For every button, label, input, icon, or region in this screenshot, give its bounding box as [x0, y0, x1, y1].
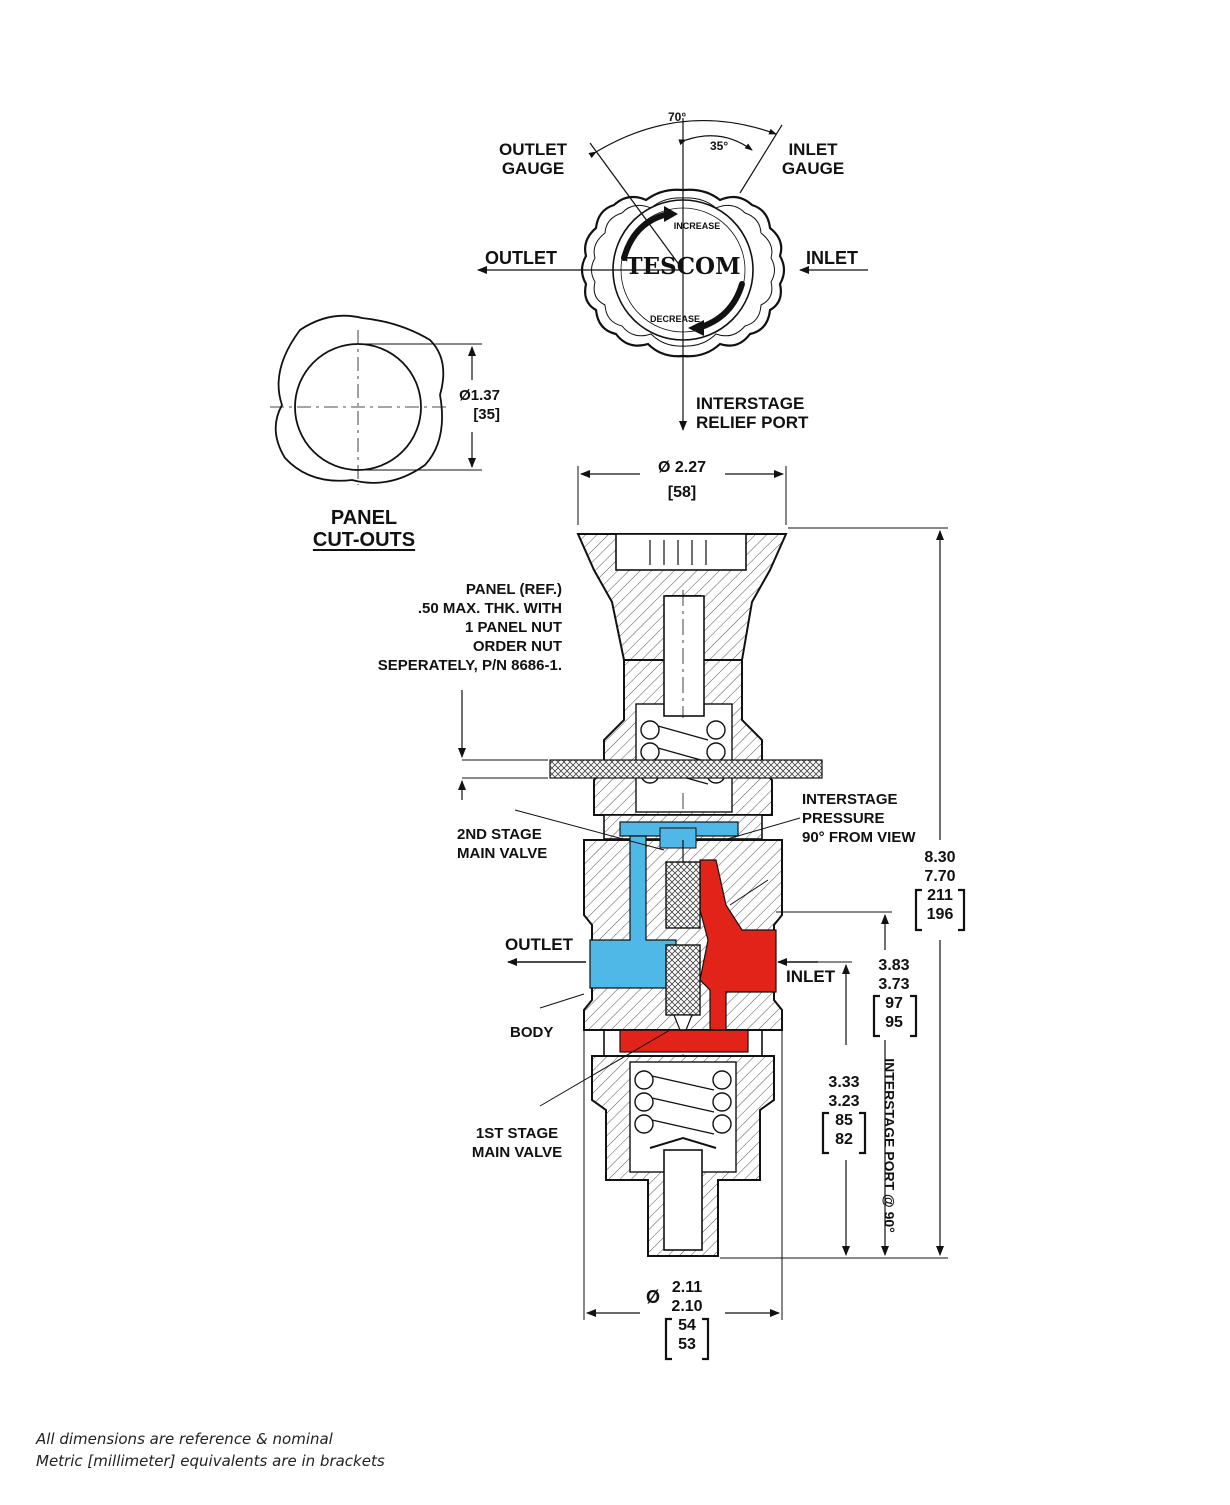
panel-note-line2: .50 MAX. THK. WITH: [417, 600, 562, 617]
lower-height-mm-min: 82: [835, 1131, 853, 1148]
overall-height-mm-min: 196: [926, 906, 954, 923]
panel-cutouts-title: PANEL CUT-OUTS: [294, 507, 434, 551]
panel-note-line1: PANEL (REF.): [465, 581, 562, 598]
knob-top-view: [477, 118, 868, 431]
bottom-stem: [663, 1149, 703, 1251]
interstage-port-label: INTERSTAGE PORT @ 90°: [881, 1058, 898, 1233]
section-inlet-label: INLET: [786, 967, 836, 986]
first-stage-line1: 1ST STAGE: [475, 1125, 559, 1142]
decrease-label: DECREASE: [649, 314, 700, 324]
panel-cutout-view: [270, 314, 482, 485]
lower-spring: [634, 1070, 732, 1149]
relief-port-label: INTERSTAGE RELIEF PORT: [696, 394, 808, 432]
cutout-diameter-label: Ø1.37 [35]: [436, 386, 500, 424]
outlet-gauge-line: [589, 142, 684, 271]
interstage-pressure-label: INTERSTAGE PRESSURE 90° FROM VIEW: [802, 790, 916, 847]
panel-ref: [549, 759, 823, 779]
angle-arc-70: [588, 120, 777, 159]
panel-note-line5: SEPERATELY, P/N 8686-1.: [377, 657, 562, 674]
outlet-gauge-line2: GAUGE: [501, 159, 565, 178]
bottom-diameter-mm-max: 54: [678, 1317, 696, 1334]
outlet-gauge-line1: OUTLET: [499, 140, 567, 159]
relief-port-line1: INTERSTAGE: [696, 394, 805, 413]
increase-arrowhead: [664, 206, 678, 222]
top-diameter-in: Ø 2.27: [657, 459, 707, 476]
cutout-diameter-in: Ø1.37: [459, 387, 500, 404]
first-stage-label: 1ST STAGE MAIN VALVE: [462, 1124, 572, 1162]
lower-height-label: 3.33 3.23 85 82: [816, 1073, 872, 1149]
knob-cap: [615, 533, 747, 571]
section-view: [458, 466, 966, 1361]
overall-height-min: 7.70: [924, 868, 956, 885]
inlet-height-max: 3.83: [878, 957, 910, 974]
panel-note-line4: ORDER NUT: [472, 638, 562, 655]
panel-cutouts-title-line1: PANEL: [330, 507, 398, 529]
inlet-gauge-line2: GAUGE: [781, 159, 845, 178]
footnote-2: Metric [millimeter] equivalents are in b…: [36, 1452, 385, 1470]
section-outlet-label: OUTLET: [505, 935, 573, 954]
bottom-diameter-max: 2.11: [671, 1279, 703, 1296]
upper-spring: [640, 718, 728, 790]
outlet-gauge-label: OUTLET GAUGE: [488, 140, 578, 178]
cutout-diameter-mm: [35]: [473, 406, 500, 423]
inlet-flow: [699, 859, 777, 1046]
inlet-gauge-line1: INLET: [788, 140, 838, 159]
overall-height-mm-max: 211: [927, 887, 953, 904]
relief-port-line2: RELIEF PORT: [696, 413, 809, 432]
body-label: BODY: [510, 1024, 554, 1041]
interstage-pressure-line3: 90° FROM VIEW: [802, 829, 916, 846]
panel-note-line3: 1 PANEL NUT: [465, 619, 562, 636]
decrease-arrow: [695, 281, 745, 331]
footnotes: All dimensions are reference & nominal M…: [36, 1428, 385, 1472]
bottom-diameter-label: 2.11 2.10 54 53: [662, 1278, 712, 1354]
cutout-lobed-outline: [274, 314, 445, 484]
inlet-gauge-label: INLET GAUGE: [768, 140, 858, 178]
first-stage-line2: MAIN VALVE: [471, 1144, 563, 1161]
second-stage-line2: MAIN VALVE: [457, 845, 548, 862]
top-diameter-mm: [58]: [667, 484, 697, 501]
overall-height-label: 8.30 7.70 211 196: [910, 848, 970, 924]
increase-arrow: [621, 211, 671, 261]
increase-label: INCREASE: [673, 221, 721, 231]
adjusting-stem: [663, 595, 705, 717]
inlet-height-mm-max: 97: [885, 995, 903, 1012]
inlet-height-mm-min: 95: [885, 1014, 903, 1031]
angle-35-label: 35°: [710, 139, 729, 153]
interstage-pressure-line1: INTERSTAGE: [802, 791, 898, 808]
panel-cutouts-title-line2: CUT-OUTS: [312, 529, 416, 551]
brand-logo-text: TESCOM: [625, 253, 741, 280]
lower-height-max: 3.33: [828, 1074, 860, 1091]
panel-note: PANEL (REF.) .50 MAX. THK. WITH 1 PANEL …: [300, 580, 562, 675]
angle-arc-35: [678, 135, 753, 151]
first-stage-valve: [665, 944, 701, 1016]
inlet-height-label: 3.83 3.73 97 95: [866, 956, 922, 1032]
bottom-diameter-mm-min: 53: [678, 1336, 696, 1353]
second-stage-label: 2ND STAGE MAIN VALVE: [457, 825, 547, 863]
bottom-diameter-symbol: Ø: [646, 1287, 661, 1307]
interstage-pressure-line2: PRESSURE: [802, 810, 885, 827]
second-stage-line1: 2ND STAGE: [457, 826, 542, 843]
decrease-arrowhead: [688, 320, 704, 336]
footnote-1: All dimensions are reference & nominal: [36, 1430, 333, 1448]
overall-height-max: 8.30: [924, 849, 956, 866]
second-stage-valve: [665, 861, 701, 929]
knob-inlet-label: INLET: [806, 248, 858, 268]
top-diameter-label: Ø 2.27 [58]: [622, 455, 742, 505]
inlet-height-min: 3.73: [878, 976, 910, 993]
bottom-diameter-min: 2.10: [671, 1298, 703, 1315]
knob-outlet-label: OUTLET: [485, 248, 557, 268]
angle-70-label: 70°: [668, 110, 687, 124]
lower-height-min: 3.23: [828, 1093, 860, 1110]
lower-height-mm-max: 85: [835, 1112, 853, 1129]
